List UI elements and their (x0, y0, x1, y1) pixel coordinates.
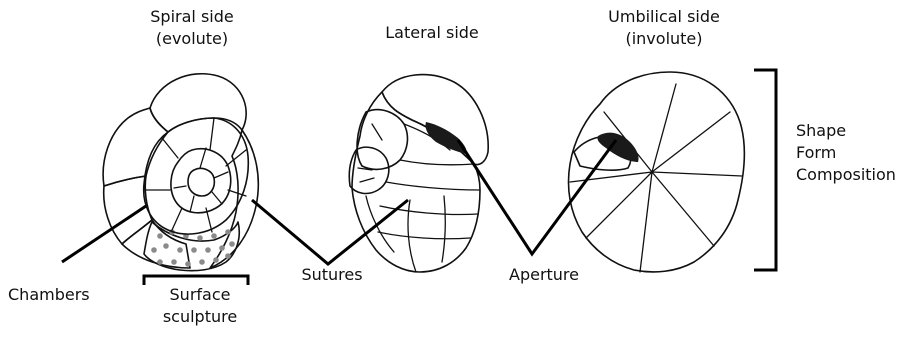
shape-bracket (754, 70, 776, 270)
surface-line1: Surface (163, 284, 237, 306)
bracket-item-form: Form (796, 142, 896, 164)
bracket-item-composition: Composition (796, 164, 896, 186)
outer-chamber-2 (103, 108, 168, 186)
umbilical-side-test (569, 72, 745, 272)
lateral-side-test (349, 75, 488, 272)
aperture-label: Aperture (509, 264, 579, 286)
sutures-label: Sutures (301, 264, 362, 286)
bracket-item-shape: Shape (796, 120, 896, 142)
final-chamber (382, 75, 488, 165)
outer-chamber-1 (150, 74, 246, 132)
umbilical-side-line2: (involute) (608, 28, 720, 50)
spiral-side-line2: (evolute) (150, 28, 233, 50)
spiral-side-title: Spiral side (evolute) (150, 6, 233, 50)
chambers-label: Chambers (8, 284, 90, 306)
lateral-body (352, 92, 480, 272)
aperture-leader (458, 140, 616, 254)
bracket-list: Shape Form Composition (796, 120, 896, 186)
surface-line2: sculpture (163, 306, 237, 328)
outer-chamber-3 (104, 176, 152, 244)
outer-chamber-5 (122, 220, 190, 268)
umbilical-side-title: Umbilical side (involute) (608, 6, 720, 50)
spiral-side-line1: Spiral side (150, 6, 233, 28)
middle-whorl (144, 118, 249, 234)
surface-sculpture-label: Surface sculpture (163, 284, 237, 328)
lateral-aperture (425, 122, 466, 154)
spiral-side-test (103, 74, 258, 271)
lateral-side-title: Lateral side (385, 22, 479, 44)
proloculus (188, 168, 214, 196)
sutures-leader (252, 200, 408, 264)
leader-lines (62, 70, 776, 285)
umbilical-side-line1: Umbilical side (608, 6, 720, 28)
